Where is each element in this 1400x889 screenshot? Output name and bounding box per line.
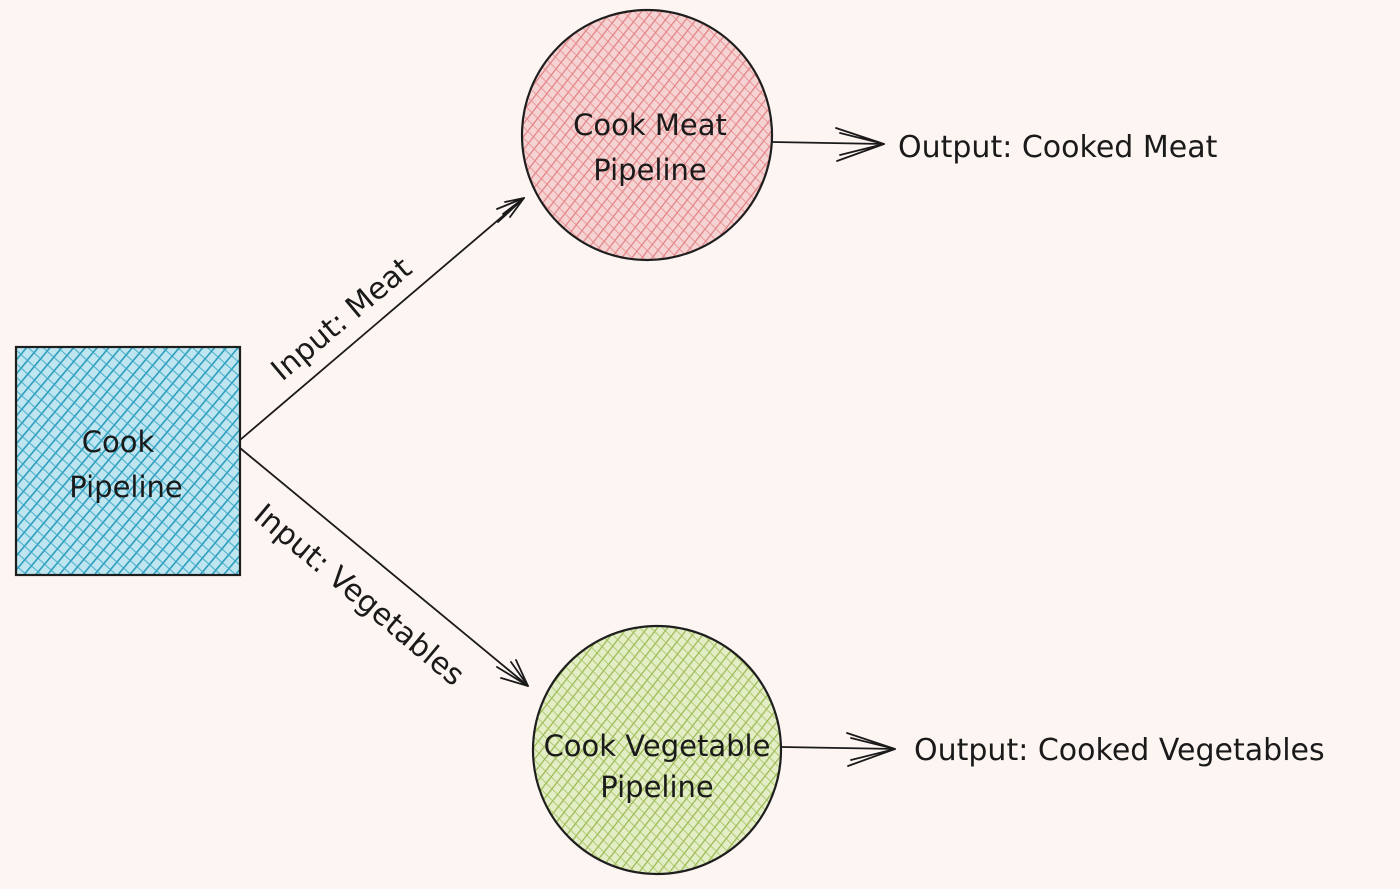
cook-meat-label-line1: Cook Meat	[573, 108, 727, 142]
cook-meat-label-line2: Pipeline	[593, 153, 707, 187]
cook-vegetable-pipeline-node: Cook Vegetable Pipeline	[531, 624, 783, 876]
edge-to-vegetables	[239, 447, 529, 687]
cook-vegetable-label-line1: Cook Vegetable	[544, 729, 771, 763]
input-vegetables-label: Input: Vegetables	[247, 497, 471, 693]
output-cooked-meat-label: Output: Cooked Meat	[898, 130, 1218, 165]
cook-pipeline-label-line1: Cook	[82, 425, 155, 459]
cook-vegetable-label-line2: Pipeline	[600, 770, 714, 804]
edge-vegetables-output	[781, 732, 896, 767]
edge-to-meat	[239, 197, 525, 441]
cook-pipeline-label-line2: Pipeline	[69, 470, 183, 504]
edge-meat-output	[771, 127, 885, 162]
input-meat-label: Input: Meat	[265, 251, 419, 388]
cook-pipeline-node: Cook Pipeline	[14, 345, 242, 577]
cook-meat-pipeline-node: Cook Meat Pipeline	[520, 8, 774, 262]
output-cooked-vegetables-label: Output: Cooked Vegetables	[914, 733, 1325, 768]
